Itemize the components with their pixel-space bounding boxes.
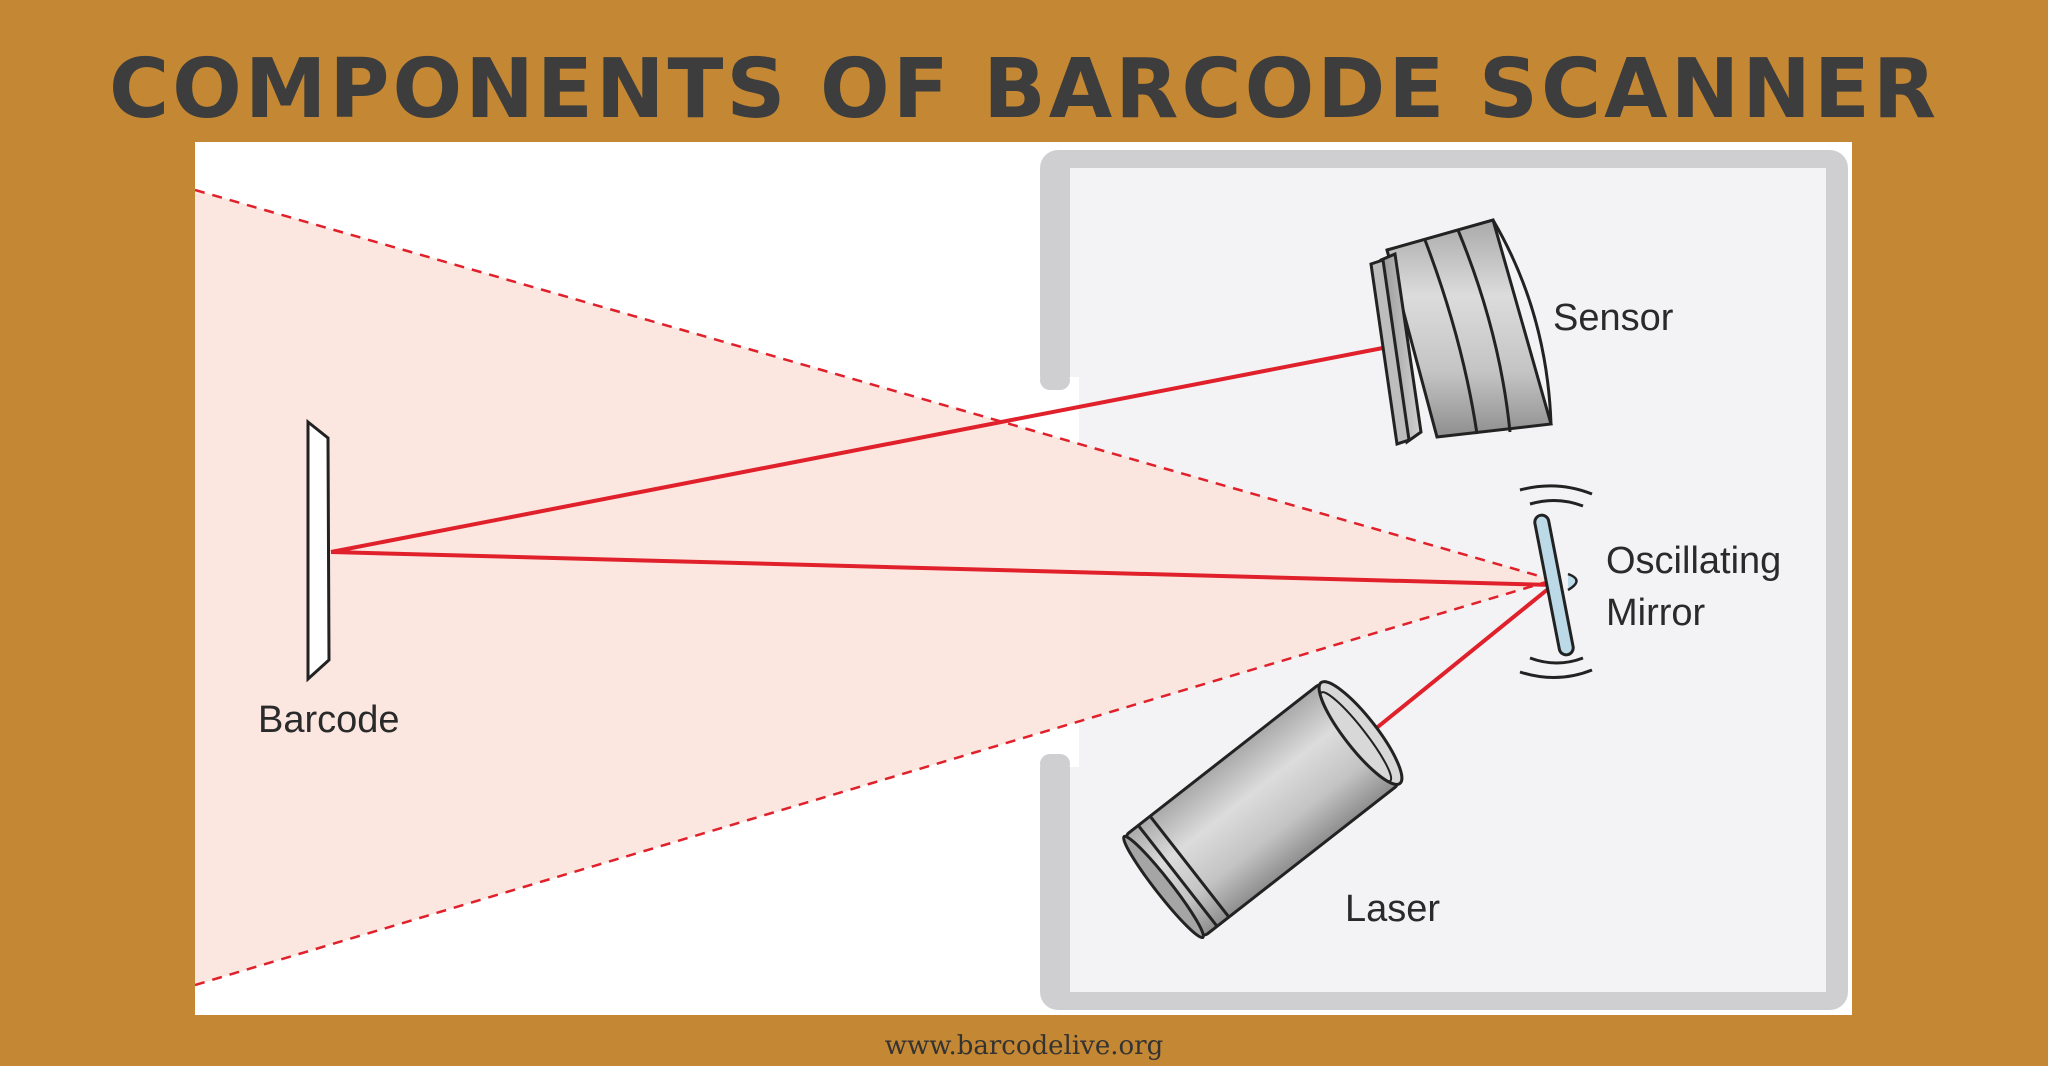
laser-beams bbox=[330, 345, 1555, 745]
scan-field bbox=[195, 190, 1553, 985]
page-title: COMPONENTS OF BARCODE SCANNER bbox=[108, 42, 1940, 137]
mirror-label-line2: Mirror bbox=[1606, 592, 1706, 634]
sensor-icon bbox=[1369, 218, 1553, 446]
website-url: www.barcodelive.org bbox=[884, 1031, 1164, 1061]
scan-field-edge-bottom bbox=[195, 578, 1554, 987]
barcode-icon bbox=[306, 418, 331, 683]
scan-field-edge-top bbox=[195, 188, 1554, 582]
laser-label: Laser bbox=[1345, 888, 1440, 930]
sensor-label: Sensor bbox=[1553, 297, 1674, 339]
laser-icon bbox=[1122, 680, 1404, 940]
barcode-scanner-diagram: Sensor Oscillating Mirror Barcode Laser bbox=[195, 142, 1852, 1015]
oscillating-mirror-icon bbox=[1519, 484, 1593, 680]
barcode-label: Barcode bbox=[258, 699, 400, 741]
mirror-label-line1: Oscillating bbox=[1606, 540, 1781, 582]
